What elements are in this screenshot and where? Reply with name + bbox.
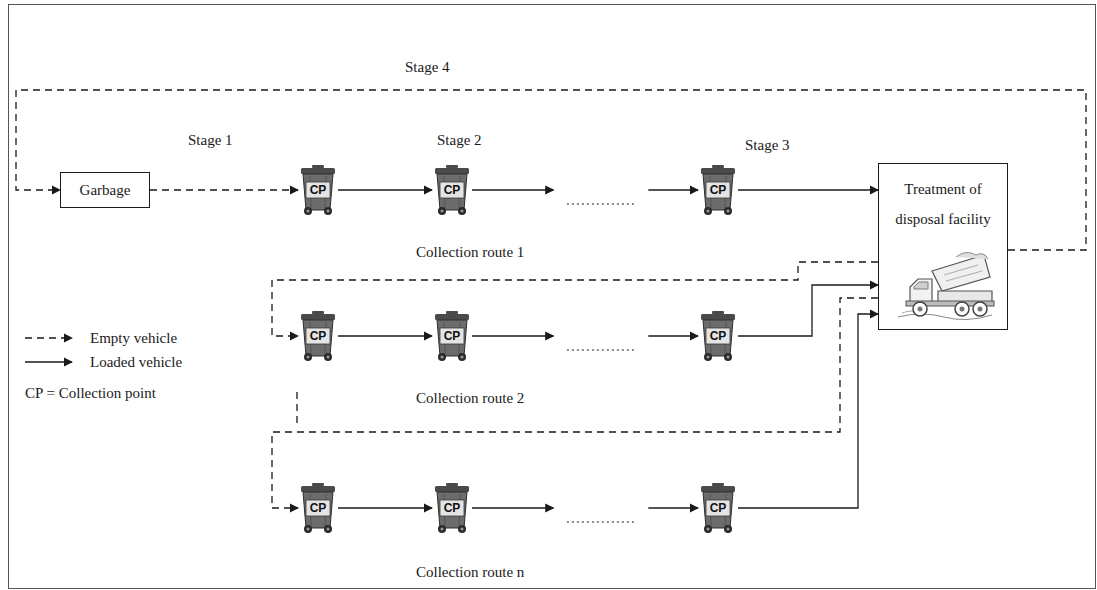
collection-point-bin: CP (698, 482, 738, 534)
bin-code: CP (310, 183, 327, 197)
bin-code: CP (710, 501, 727, 515)
bin-code: CP (444, 329, 461, 343)
bin-code: CP (310, 329, 327, 343)
ellipsis-dots (567, 203, 635, 204)
bin-code: CP (710, 329, 727, 343)
connector-segment (648, 507, 698, 508)
stage-label: Stage 1 (188, 131, 233, 149)
stage-label: Stage 3 (745, 136, 790, 154)
source-box: Garbage (60, 172, 150, 208)
collection-point-bin: CP (698, 310, 738, 362)
collection-point-bin: CP (298, 164, 338, 216)
legend-note: CP = Collection point (25, 384, 156, 402)
empty-vehicle-connector (150, 189, 298, 190)
connector-segment (648, 189, 698, 190)
route-label: Collection route 1 (416, 243, 524, 261)
connector-segment (648, 335, 698, 336)
connector (472, 336, 698, 350)
image-frame (9, 5, 1096, 589)
bin-code: CP (444, 501, 461, 515)
dashed-stub (296, 392, 297, 428)
loaded-vehicle-connector (738, 285, 878, 336)
loaded-vehicle-connector (738, 189, 878, 190)
ellipsis-dots (567, 521, 635, 522)
collection-point-bin: CP (432, 482, 472, 534)
bin-code: CP (310, 501, 327, 515)
loaded-vehicle-connector (338, 189, 432, 190)
stage-label: Stage 4 (405, 58, 450, 76)
dump-truck-illustration (892, 251, 996, 323)
legend-text: Empty vehicle (90, 329, 177, 347)
connector-segment (472, 335, 553, 336)
connector (472, 190, 698, 204)
bin-code: CP (710, 183, 727, 197)
route-label: Collection route 2 (416, 389, 524, 407)
route-label: Collection route n (416, 563, 524, 581)
collection-point-bin: CP (432, 310, 472, 362)
connector (472, 508, 698, 522)
collection-point-bin: CP (298, 310, 338, 362)
node-text: Garbage (80, 182, 131, 199)
ellipsis-dots (567, 349, 635, 350)
stage-label: Stage 2 (437, 131, 482, 149)
collection-point-bin: CP (698, 164, 738, 216)
bin-code: CP (444, 183, 461, 197)
legend-sample-solid (25, 361, 72, 362)
loaded-vehicle-connector (338, 507, 432, 508)
disposal-facility-box: Treatment of disposal facility (878, 163, 1008, 330)
connector-segment (472, 189, 553, 190)
empty-vehicle-connector (272, 262, 878, 336)
empty-vehicle-connector (272, 298, 878, 508)
loaded-vehicle-connector (338, 335, 432, 336)
legend-text: Loaded vehicle (90, 353, 182, 371)
node-text: Treatment of disposal facility (879, 174, 1007, 234)
collection-point-bin: CP (298, 482, 338, 534)
loaded-vehicle-connector (738, 314, 878, 508)
connector-segment (472, 507, 553, 508)
collection-point-bin: CP (432, 164, 472, 216)
legend-sample-dashed (25, 337, 72, 338)
